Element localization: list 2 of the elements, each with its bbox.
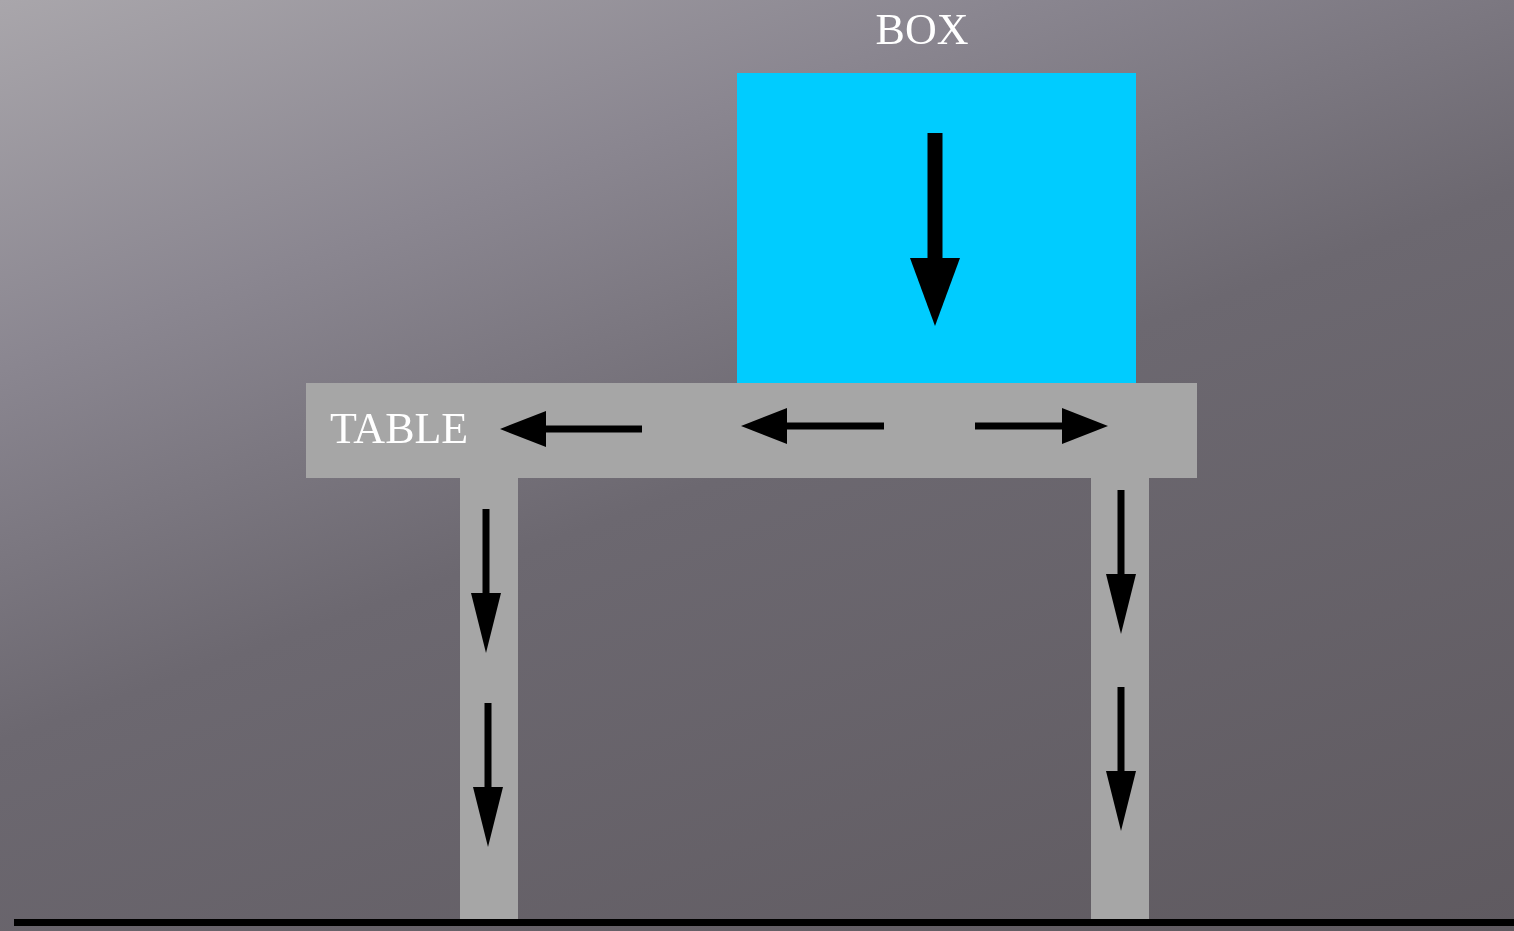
box-label: BOX <box>875 8 969 52</box>
table-label: TABLE <box>330 407 469 451</box>
